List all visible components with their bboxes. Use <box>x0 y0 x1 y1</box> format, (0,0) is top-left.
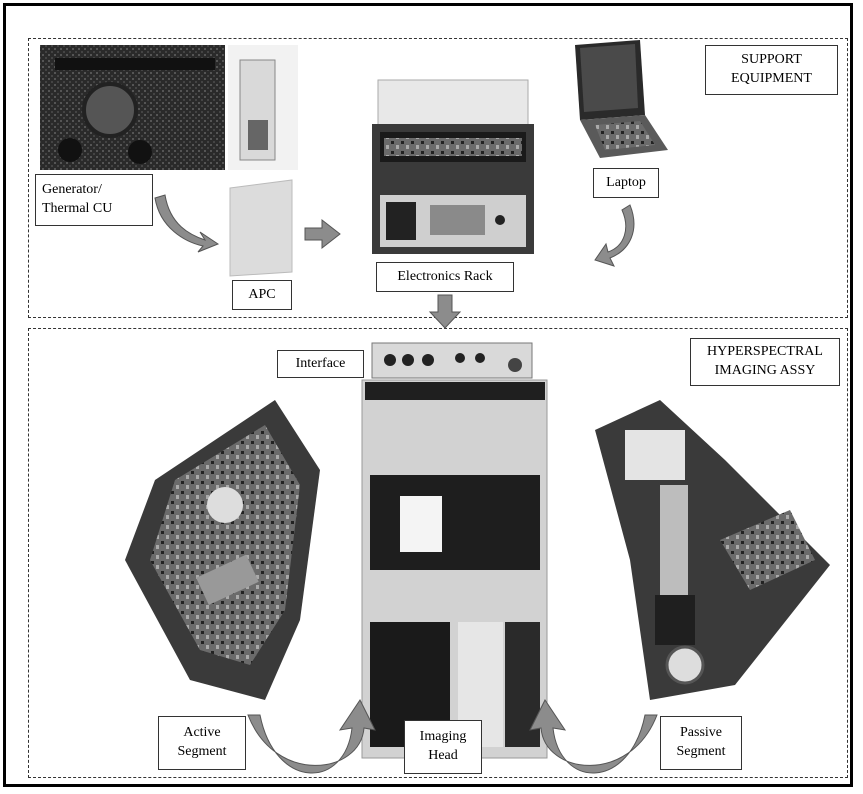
generator-label: Generator/ Thermal CU <box>35 174 153 226</box>
curved-arrow-laptop <box>595 205 634 266</box>
interface-label: Interface <box>277 350 364 378</box>
u-arrow-passive <box>530 700 657 773</box>
straight-arrow-rack-down <box>430 295 460 328</box>
support-equipment-title: SUPPORT EQUIPMENT <box>705 45 838 95</box>
laptop-photo <box>575 40 668 158</box>
imaging-head-label: Imaging Head <box>404 720 482 774</box>
apc-photo <box>230 180 292 276</box>
electronics-rack-label: Electronics Rack <box>376 262 514 292</box>
generator-photo <box>40 45 298 170</box>
curved-arrow-generator <box>155 195 218 252</box>
active-segment-photo <box>125 400 320 700</box>
laptop-label: Laptop <box>593 168 659 198</box>
passive-segment-label: Passive Segment <box>660 716 742 770</box>
passive-segment-photo <box>595 400 830 700</box>
interface-panel-photo <box>372 343 532 378</box>
apc-label: APC <box>232 280 292 310</box>
u-arrow-active <box>248 700 375 773</box>
imaging-head-photo <box>362 380 547 758</box>
hyperspectral-title: HYPERSPECTRAL IMAGING ASSY <box>690 338 840 386</box>
straight-arrow-apc-rack <box>305 220 340 248</box>
electronics-rack-photo <box>372 80 534 254</box>
active-segment-label: Active Segment <box>158 716 246 770</box>
